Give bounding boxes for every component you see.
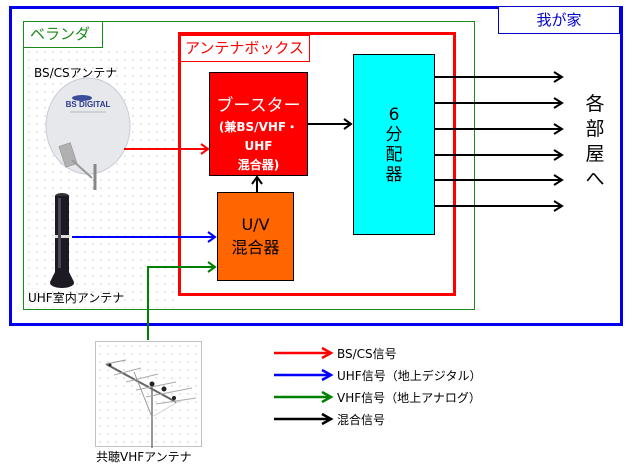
uhf-arrowhead bbox=[207, 231, 217, 243]
splitter-outputs bbox=[435, 71, 564, 212]
bs-cs-antenna-icon: BS DIGITAL bbox=[45, 77, 131, 190]
booster-title: ブースター bbox=[216, 96, 301, 116]
splitter-output-arrowhead bbox=[553, 149, 564, 161]
antenna-box-label: アンテナボックス bbox=[180, 35, 310, 62]
rooms-line4: へ bbox=[585, 168, 605, 190]
bs-cs-antenna-label: BS/CSアンテナ bbox=[34, 66, 118, 80]
vhf-yagi-antenna-icon bbox=[105, 359, 197, 448]
splitter-line3: 配 bbox=[385, 145, 403, 165]
rooms-line1: 各 bbox=[585, 93, 605, 115]
vhf-arrowhead bbox=[207, 261, 217, 273]
legend-label: BS/CS信号 bbox=[337, 347, 397, 361]
booster-line2: UHF bbox=[244, 139, 273, 153]
booster-to-splitter-arrowhead bbox=[343, 118, 353, 130]
splitter-output-arrowhead bbox=[553, 174, 564, 186]
uv-mixer-line2: 混合器 bbox=[231, 238, 280, 257]
splitter-output-arrowhead bbox=[553, 97, 564, 109]
uv-mixer-block: U/V 混合器 bbox=[217, 192, 294, 281]
splitter-output-arrowhead bbox=[553, 71, 564, 83]
uhf-indoor-antenna-icon bbox=[50, 193, 74, 288]
vhf-antenna-label: 共聴VHFアンテナ bbox=[96, 450, 192, 464]
legend-arrowhead bbox=[321, 368, 334, 382]
vhf-signal-line bbox=[147, 266, 215, 340]
booster-line1: (兼BS/VHF・ bbox=[218, 120, 299, 134]
splitter-line4: 器 bbox=[385, 165, 403, 185]
to-each-room-label: 各 部 屋 へ bbox=[584, 92, 606, 192]
dish-label: BS DIGITAL bbox=[66, 100, 111, 109]
legend-arrowhead bbox=[321, 390, 334, 404]
rooms-line3: 屋 bbox=[585, 143, 605, 165]
bs-cs-arrowhead bbox=[200, 143, 210, 155]
vhf-antenna-image bbox=[95, 341, 202, 448]
mixer-to-booster-arrowhead bbox=[251, 175, 263, 185]
booster-line3: 混合器) bbox=[237, 158, 280, 172]
splitter-output-arrowhead bbox=[553, 200, 564, 212]
veranda-frame bbox=[23, 21, 475, 310]
legend-arrowhead bbox=[321, 412, 334, 426]
splitter-output-arrowhead bbox=[553, 123, 564, 135]
legend-lines bbox=[274, 346, 334, 426]
rooms-line2: 部 bbox=[585, 118, 605, 140]
legend-label: VHF信号（地上アナログ） bbox=[337, 391, 481, 405]
veranda-label: ベランダ bbox=[23, 21, 103, 48]
legend-arrowhead bbox=[321, 346, 334, 360]
uhf-indoor-antenna-label: UHF室内アンテナ bbox=[28, 291, 125, 305]
splitter-block: 6 分 配 器 bbox=[353, 54, 435, 235]
house-label: 我が家 bbox=[498, 6, 620, 34]
splitter-line2: 分 bbox=[385, 125, 403, 145]
splitter-line1: 6 bbox=[388, 105, 400, 125]
booster-block: ブースター (兼BS/VHF・ UHF 混合器) bbox=[209, 72, 308, 176]
uv-mixer-line1: U/V bbox=[241, 215, 270, 234]
legend-label: 混合信号 bbox=[337, 413, 386, 427]
legend-label: UHF信号（地上デジタル） bbox=[337, 369, 482, 383]
house-frame bbox=[9, 6, 623, 326]
